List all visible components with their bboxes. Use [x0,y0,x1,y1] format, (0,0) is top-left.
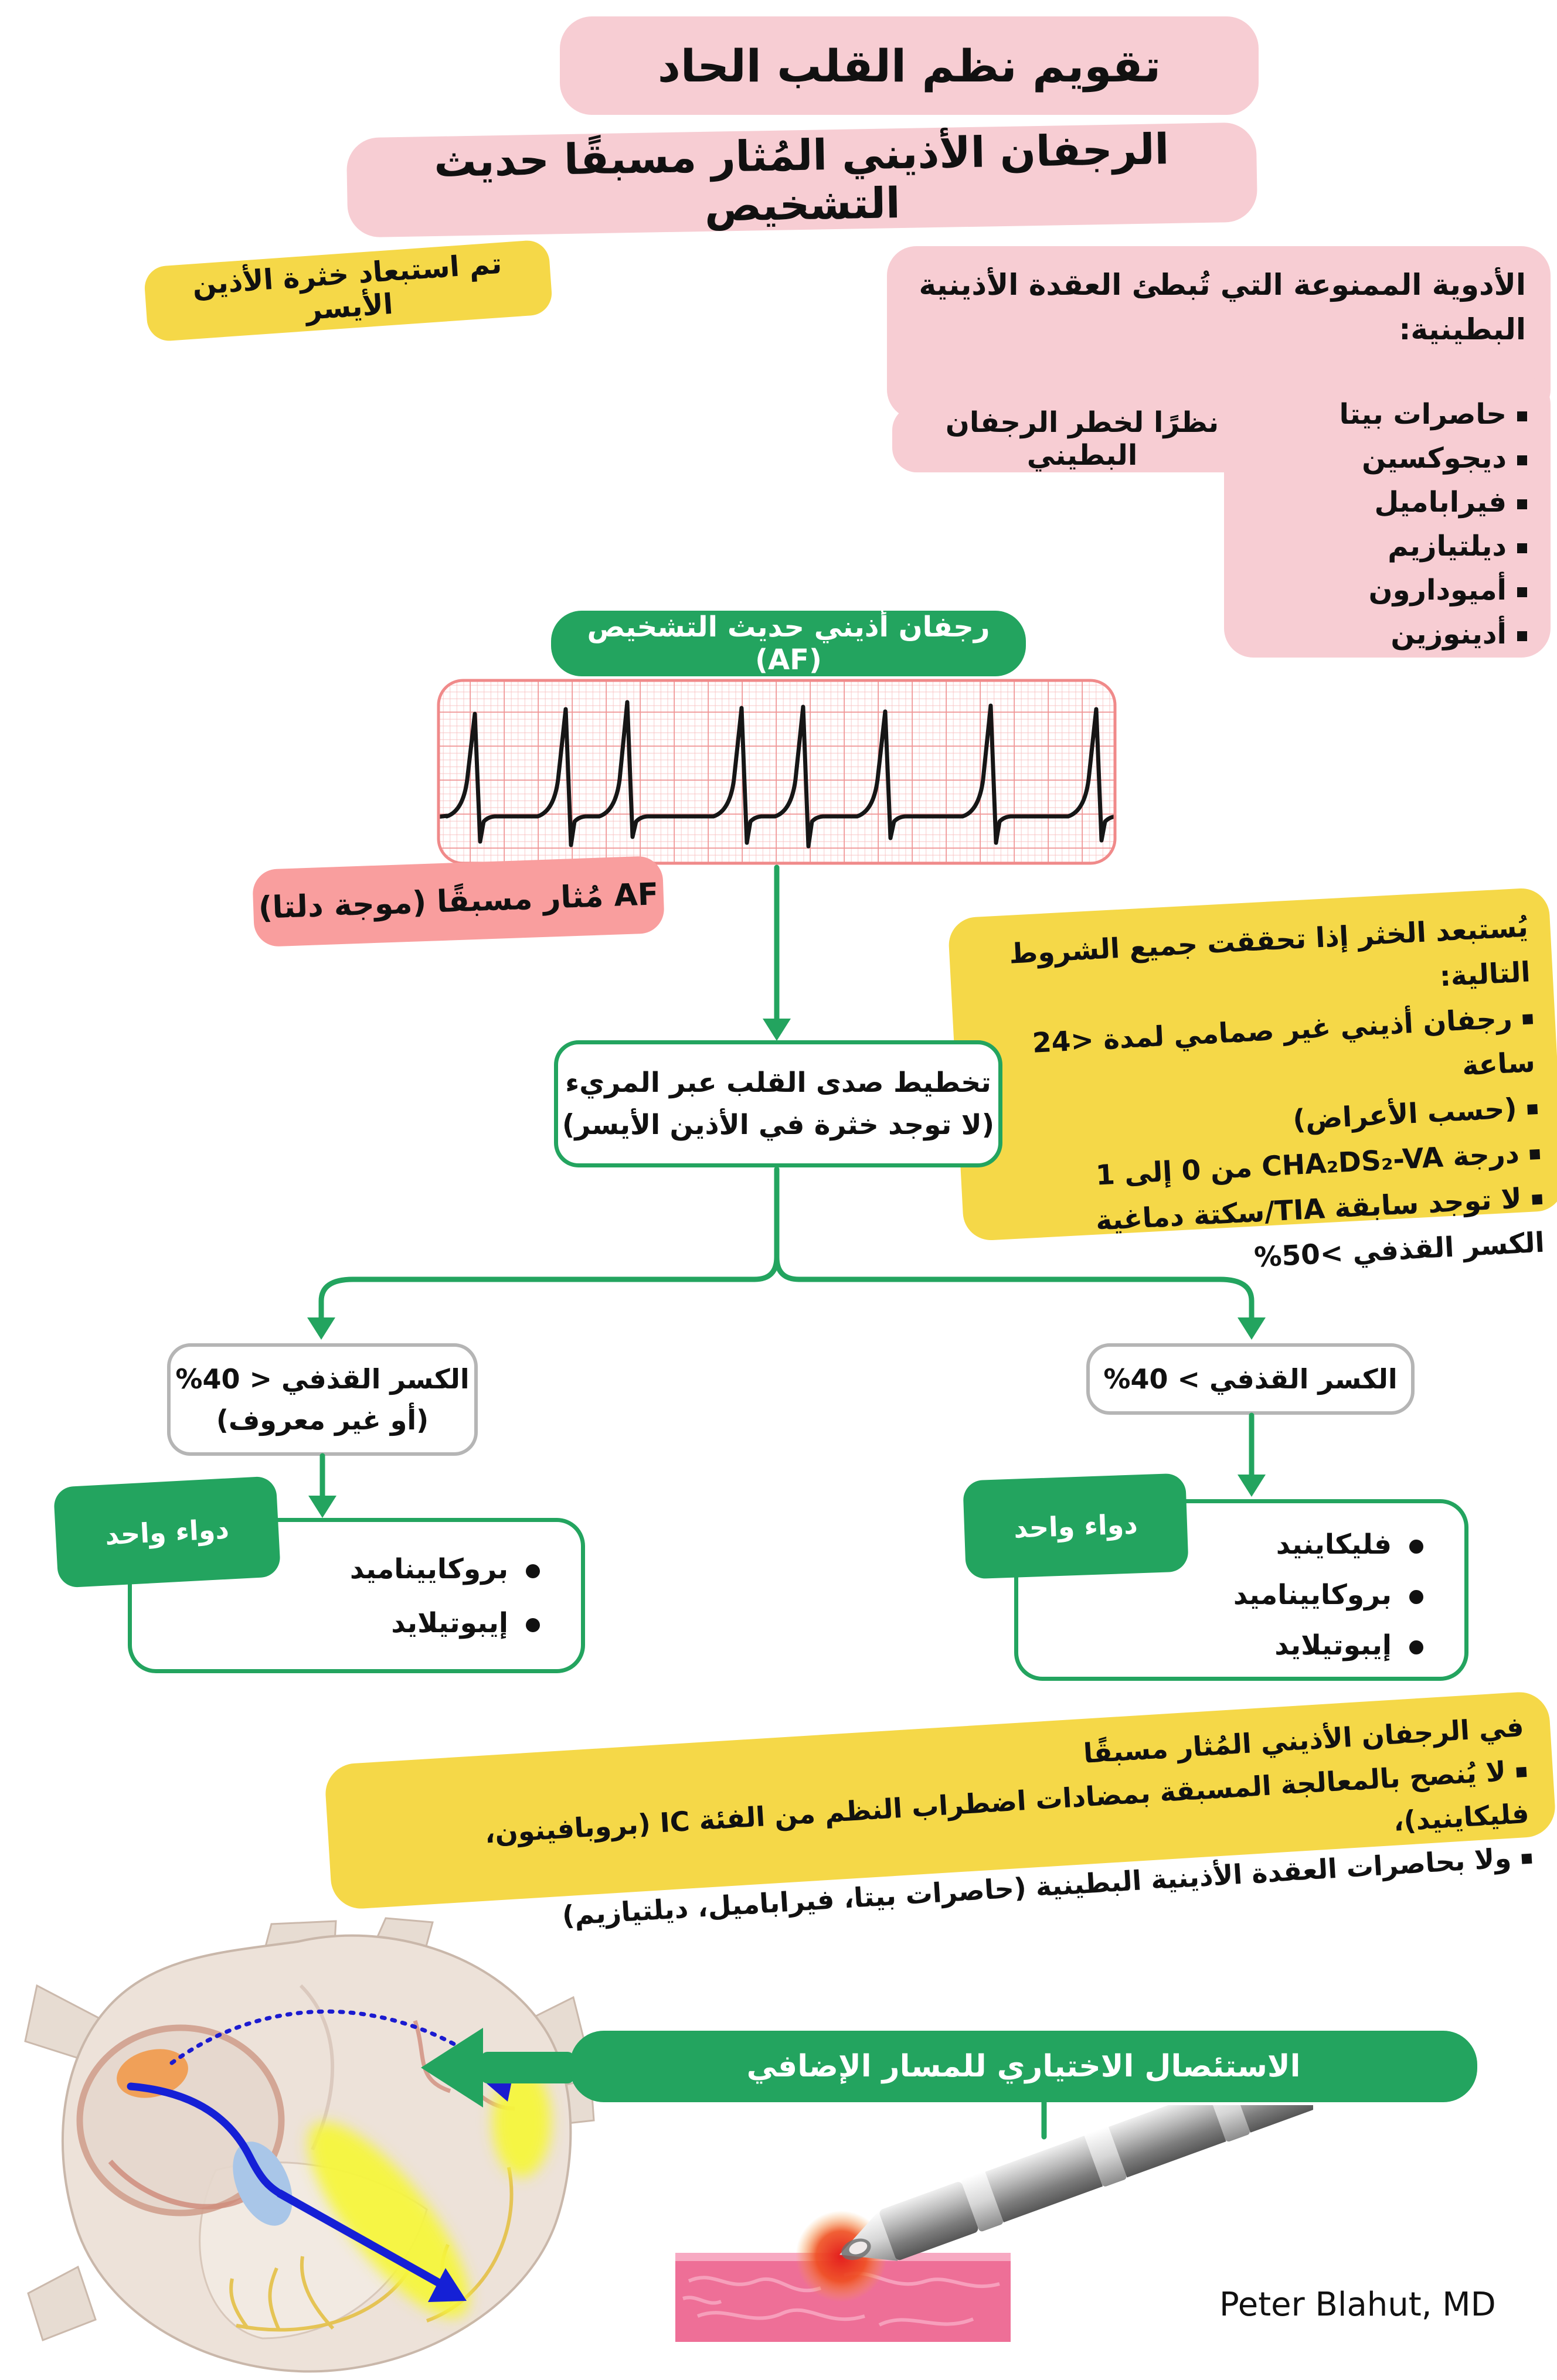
thrombus-excluded-text: تم استبعاد خثرة الأذين الأيسر [191,247,503,327]
arrowhead [1238,1475,1266,1497]
avoided-drugs-list-box: حاصرات بيتا ديجوكسين فيراباميل ديلتيازيم أمي… [1224,375,1551,658]
pretreatment-warning-box: في الرجفان الأذيني المُثار مسبقًا لا يُن… [324,1690,1557,1932]
square-bullet-icon [1517,631,1527,641]
normal-conduction-path [127,2082,283,2197]
ablation-node: الاستئصال الاختياري للمسار الإضافي [570,2031,1477,2102]
af-diagnosis-text: رجفان أذيني حديث التشخيص (AF) [587,611,990,676]
ef-low-node: الكسر القذفي < 40% (أو غير معروف) [167,1343,478,1456]
square-bullet-icon [1527,1104,1538,1115]
square-bullet-icon [1521,1853,1532,1864]
catheter-svg [675,2105,1313,2342]
avoided-drug-name: أميودارون [1368,574,1507,607]
ecg-svg [437,679,1117,865]
square-bullet-icon [1517,455,1527,465]
ef-normal-node: الكسر القذفي > 40% [1086,1343,1415,1415]
arrowhead [308,1496,336,1518]
drug-name: إيبوتيلايد [1274,1629,1392,1661]
drug-name: إيبوتيلايد [391,1607,508,1639]
ablation-text: الاستئصال الاختياري للمسار الإضافي [746,2049,1301,2084]
avoided-drug-item: ديلتيازيم [1236,525,1527,568]
author-credit-text: Peter Blahut, MD [1219,2286,1496,2324]
square-bullet-icon [1517,587,1527,597]
avoided-drug-item: أدينوزين [1236,612,1527,656]
thrombus-excluded-note: تم استبعاد خثرة الأذين الأيسر [143,239,553,342]
arrowhead [1238,1317,1266,1340]
ef-low-note: (أو غير معروف) [216,1404,429,1436]
square-bullet-icon [1517,543,1527,553]
thrombus-exclusion-criteria-box: يُستبعد الخثر إذا تحققت جميع الشروط التا… [947,887,1557,1274]
criteria-list: رجفان أذيني غير صمامي لمدة <24 ساعة(حسب … [967,995,1544,1249]
drug-item: إيبوتيلايد [144,1596,540,1650]
fork-left [318,1166,780,1323]
square-bullet-icon [1529,1149,1541,1160]
ef-normal-condition: الكسر القذفي > 40% [1103,1363,1398,1395]
one-drug-label: دواء واحد [1013,1508,1138,1544]
author-credit: Peter Blahut, MD [1219,2286,1548,2333]
drug-name: بروكاييناميد [1233,1579,1392,1611]
vf-risk-note: نظرًا لخطر الرجفان البطيني [892,406,1272,472]
one-drug-tab-right: دواء واحد [963,1473,1189,1579]
avoided-drug-name: أدينوزين [1391,618,1507,651]
criteria-text: (حسب الأعراض) [1292,1092,1518,1136]
arrowhead [763,1019,791,1041]
avoided-drug-name: حاصرات بيتا [1339,398,1507,431]
round-bullet-icon [1409,1640,1423,1654]
preexcited-af-label: AF مُثار مسبقًا (موجة دلتا) [251,855,665,948]
heart-svg [24,1917,595,2373]
square-bullet-icon [1517,499,1527,509]
avoided-drug-name: فيراباميل [1374,486,1507,519]
square-bullet-icon [1516,1766,1527,1778]
ef-normal-drugs-list: فليكاينيد بروكاييناميد إيبوتيلايد [1030,1520,1423,1671]
round-bullet-icon [1409,1589,1423,1604]
round-bullet-icon [526,1618,540,1632]
ef-low-condition: الكسر القذفي < 40% [175,1363,470,1395]
title-box-1: تقويم نظم القلب الحاد [560,16,1259,115]
avoided-drug-item: أميودارون [1236,568,1527,612]
drug-name: بروكاييناميد [349,1553,508,1585]
avoided-drug-item: فيراباميل [1236,481,1527,525]
one-drug-label: دواء واحد [104,1513,230,1551]
avoided-drug-name: ديجوكسين [1362,442,1507,475]
catheter-illustration [633,2105,1313,2357]
round-bullet-icon [1409,1539,1423,1554]
tee-echo-line1: تخطيط صدى القلب عبر المريء [565,1066,991,1099]
tee-echo-line2: (لا توجد خثرة في الأذين الأيسر) [562,1108,995,1141]
avoided-drug-item: ديجوكسين [1236,437,1527,481]
square-bullet-icon [1532,1194,1543,1205]
af-diagnosis-node: رجفان أذيني حديث التشخيص (AF) [551,611,1026,676]
vf-risk-text: نظرًا لخطر الرجفان البطيني [945,406,1219,472]
avoided-drug-item: حاصرات بيتا [1236,393,1527,437]
drug-item: بروكاييناميد [144,1543,540,1596]
square-bullet-icon [1517,411,1527,421]
catheter-rod [839,2105,1313,2261]
tee-echo-node: تخطيط صدى القلب عبر المريء (لا توجد خثرة… [554,1040,1002,1167]
drug-item: فليكاينيد [1030,1520,1423,1570]
page-title-line1: تقويم نظم القلب الحاد [657,39,1161,92]
arrowhead [307,1317,335,1340]
ef-low-drugs-list: بروكاييناميد إيبوتيلايد [144,1543,540,1650]
avoided-drugs-list: حاصرات بيتا ديجوكسين فيراباميل ديلتيازيم أمي… [1236,393,1527,656]
avoided-drugs-heading-line1: الأدوية الممنوعة التي تُبطئ العقدة الأذي… [919,268,1526,302]
preexcited-af-text: AF مُثار مسبقًا (موجة دلتا) [257,877,659,926]
arrowhead [428,2268,467,2302]
avoided-drugs-heading-box: الأدوية الممنوعة التي تُبطئ العقدة الأذي… [887,246,1551,419]
heart-illustration [5,1915,608,2380]
avoided-drug-name: ديلتيازيم [1388,530,1507,563]
drug-item: بروكاييناميد [1030,1570,1423,1620]
avoided-drugs-heading-line2: البطينية: [1399,312,1526,346]
drug-item: إيبوتيلايد [1030,1620,1423,1671]
ecg-trace [438,700,1115,849]
round-bullet-icon [526,1564,540,1578]
title-box-2: الرجفان الأذيني المُثار مسبقًا حديث التش… [346,122,1258,238]
page-title-line2: الرجفان الأذيني المُثار مسبقًا حديث التش… [433,124,1170,231]
drug-name: فليكاينيد [1276,1528,1392,1561]
square-bullet-icon [1522,1014,1534,1025]
bundle-conduction-path [277,2189,442,2287]
one-drug-tab-left: دواء واحد [53,1476,281,1588]
ecg-strip [437,679,1117,865]
